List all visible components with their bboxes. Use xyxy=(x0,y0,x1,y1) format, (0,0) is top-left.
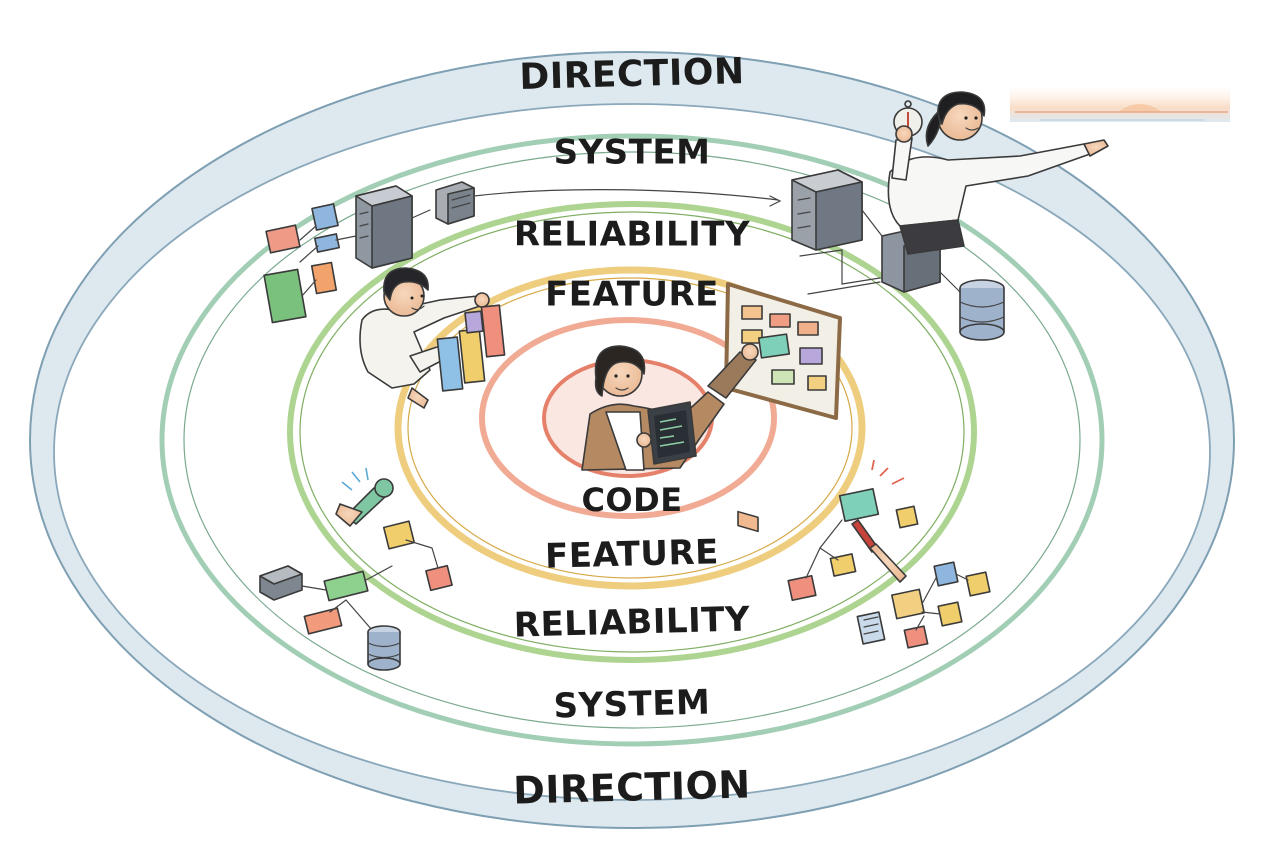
server-icon xyxy=(435,181,475,225)
developer-with-tablet-icon xyxy=(581,345,725,471)
flow-block-icon xyxy=(382,520,416,550)
flow-block-icon xyxy=(323,570,369,602)
leader-pointing-with-compass-icon xyxy=(887,91,1109,255)
server-icon xyxy=(791,169,863,251)
task-card-icon xyxy=(458,328,486,384)
flow-block-icon xyxy=(933,561,959,587)
reliability-fix-components xyxy=(259,467,453,671)
reliability-ring xyxy=(287,201,977,663)
router-icon xyxy=(259,565,303,601)
flow-block-icon xyxy=(895,505,919,529)
flow-block-icon xyxy=(425,564,453,592)
flow-block-icon xyxy=(891,588,925,620)
database-icon xyxy=(367,625,401,671)
flow-block-icon xyxy=(311,203,339,231)
database-icon xyxy=(959,279,1005,341)
flow-block-icon xyxy=(787,574,817,602)
flow-block-icon xyxy=(310,261,338,295)
flow-block-icon xyxy=(903,625,929,649)
task-card-icon xyxy=(480,304,506,358)
flow-block-icon xyxy=(263,268,307,324)
reliability-label-top: RELIABILITY xyxy=(514,215,750,255)
flow-block-icon xyxy=(313,233,341,253)
kanban-board-icon xyxy=(707,282,842,533)
flow-block-icon xyxy=(303,607,343,635)
flow-block-icon xyxy=(937,601,963,627)
flow-block-icon xyxy=(265,224,301,254)
system-label-bottom: SYSTEM xyxy=(553,682,711,726)
screwdriver-icon xyxy=(851,519,907,583)
direction-label-bottom: DIRECTION xyxy=(513,762,752,812)
flow-block-icon xyxy=(965,571,991,597)
code-label: CODE xyxy=(581,481,682,519)
system-fix-components xyxy=(787,459,991,649)
reliability-label-bottom: RELIABILITY xyxy=(513,599,750,645)
task-card-icon xyxy=(436,336,464,392)
task-card-icon xyxy=(464,310,484,334)
flow-block-icon xyxy=(838,487,880,523)
feature-label-top: FEATURE xyxy=(545,275,719,315)
system-components xyxy=(263,169,1005,341)
direction-label-top: DIRECTION xyxy=(519,51,745,98)
system-label-top: SYSTEM xyxy=(554,133,711,173)
wrench-icon xyxy=(335,467,394,527)
sunrise-horizon-icon xyxy=(1010,86,1230,122)
server-icon xyxy=(355,185,413,269)
document-icon xyxy=(856,611,886,645)
feature-ring xyxy=(394,266,866,590)
feature-label-bottom: FEATURE xyxy=(545,532,720,577)
engineer-arranging-cards-icon xyxy=(359,267,506,409)
system-ring xyxy=(159,133,1105,747)
